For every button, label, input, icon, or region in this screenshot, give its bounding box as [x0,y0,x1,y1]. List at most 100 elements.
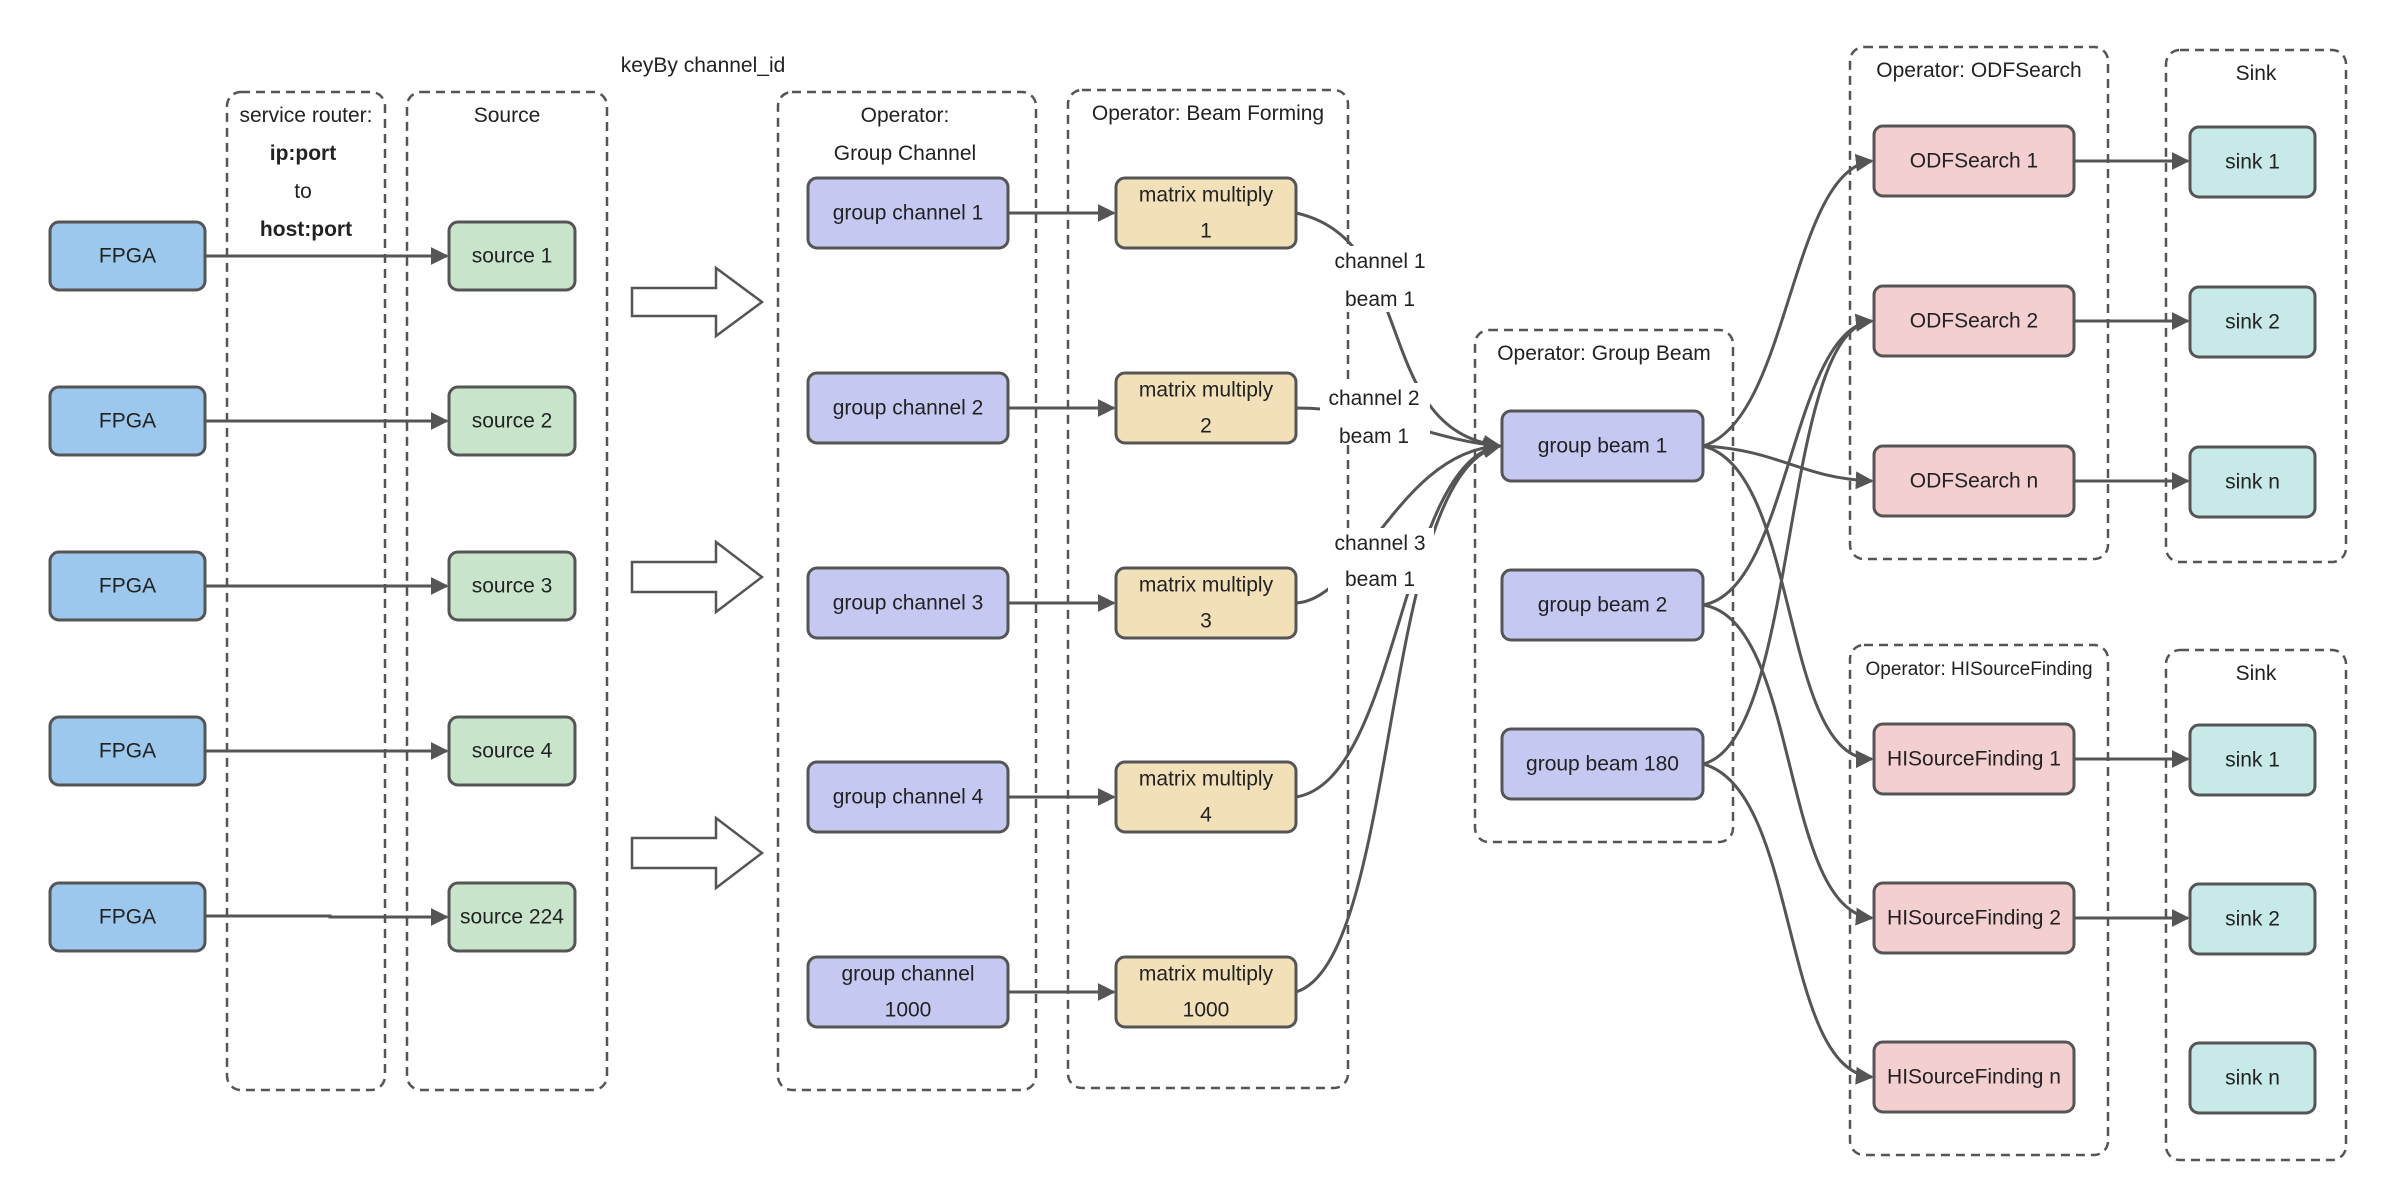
group-channel-group [776,90,1038,1092]
source-title: Source [474,104,541,127]
source-node-2-box [447,385,577,457]
edge-label-bg-2 [1320,383,1430,445]
sink-bottom-group [2164,648,2348,1162]
keyby-label: keyBy channel_id [621,54,786,77]
odf-search-node-3-label: ODFSearch n [1910,470,2038,493]
hi-source-node-3: HISourceFinding n [1872,1040,2076,1114]
sink-top-node-2-box [2188,285,2317,359]
group-channel-node-3: group channel 3 [806,566,1010,640]
group-channel-node-3-box [806,566,1010,640]
group-channel-title-line2: Group Channel [834,142,976,165]
matrix-multiply-node-5-label-line2: 1000 [1183,999,1230,1022]
matrix-multiply-node-3-box [1114,566,1298,640]
edge-label-3-line2: beam 1 [1345,568,1415,591]
matrix-multiply-node-1-label-line1: matrix multiply [1139,184,1274,207]
edge-label-2-line2: beam 1 [1339,425,1409,448]
group-beam-node-2-box [1500,568,1705,642]
sink-bottom-node-3-label: sink n [2225,1067,2280,1090]
group-channel-node-4-label: group channel 4 [833,786,984,809]
group-channel-node-1: group channel 1 [806,176,1010,250]
edge-gb1-odf1 [1702,153,1874,448]
hi-source-title: Operator: HISourceFinding [1865,659,2092,680]
sink-top-node-1-box [2188,125,2317,199]
edge-mm1-gb1 [1295,211,1502,453]
odf-search-node-2-box [1872,284,2076,358]
source-node-3-box [447,550,577,622]
source-node-5-box [447,881,577,953]
edge-mm3-gb1 [1295,437,1502,605]
sink-bottom-node-2-label: sink 2 [2225,908,2280,931]
group-channel-node-1-label: group channel 1 [833,202,984,225]
hi-source-node-2: HISourceFinding 2 [1872,881,2076,955]
sink-top-group [2164,48,2348,564]
sink-bottom-node-2-box [2188,882,2317,956]
fpga-node-2-box [48,385,207,457]
source-group [405,90,609,1092]
source-node-3: source 3 [447,550,577,622]
source-node-1: source 1 [447,220,577,292]
sink-top-title: Sink [2236,62,2277,85]
router-title-line1: service router: [239,104,372,127]
edge-label-3-line1: channel 3 [1334,532,1425,555]
group-beam-node-1-box [1500,409,1705,483]
nodes: FPGA FPGA FPGA FPGA FPGA source 1 source 2 sour… [48,124,2317,1115]
sink-top-node-1-label: sink 1 [2225,151,2280,174]
fpga-node-3-label: FPGA [99,575,156,598]
source-node-2-label: source 2 [472,410,553,433]
sink-bottom-node-1-box [2188,723,2317,797]
odf-search-node-1-box [1872,124,2076,198]
matrix-multiply-node-4-box [1114,760,1298,834]
fpga-node-2-label: FPGA [99,410,156,433]
fpga-node-4-label: FPGA [99,740,156,763]
edge-labels: channel 1 beam 1 channel 2 beam 1 channe… [1320,246,1434,594]
hi-source-node-2-box [1872,881,2076,955]
fpga-node-5-label: FPGA [99,906,156,929]
fpga-node-4-box [48,715,207,787]
edge-gb180-odf2 [1702,313,1874,766]
hi-source-node-1-box [1872,722,2076,796]
keyby-arrow-3 [630,815,765,891]
fpga-node-2: FPGA [48,385,207,457]
fpga-node-1: FPGA [48,220,207,292]
edge-gb1-hi1 [1702,444,1874,769]
group-beam-node-2: group beam 2 [1500,568,1705,642]
sink-top-node-2: sink 2 [2188,285,2317,359]
matrix-multiply-node-4-label-line2: 4 [1200,804,1212,827]
sink-top-node-1: sink 1 [2188,125,2317,199]
group-channel-node-2-box [806,371,1010,445]
keyby-arrow-2 [630,539,765,615]
source-node-3-label: source 3 [472,575,553,598]
fpga-node-5-box [48,881,207,953]
source-node-5: source 224 [447,881,577,953]
edge-label-2-line1: channel 2 [1328,387,1419,410]
odf-search-title: Operator: ODFSearch [1876,59,2081,82]
edge-label-1-line2: beam 1 [1345,288,1415,311]
odf-search-node-2: ODFSearch 2 [1872,284,2076,358]
group-channel-node-2-label: group channel 2 [833,397,984,420]
odf-search-node-1: ODFSearch 1 [1872,124,2076,198]
edges [205,152,2190,1085]
sink-bottom-node-3: sink n [2188,1041,2317,1115]
group-beam-node-1-label: group beam 1 [1538,435,1668,458]
hi-source-node-3-label: HISourceFinding n [1887,1066,2061,1089]
hi-source-node-2-label: HISourceFinding 2 [1887,907,2061,930]
edge-gb2-odf2 [1702,313,1874,607]
fpga-node-1-box [48,220,207,292]
source-node-4-label: source 4 [472,740,553,763]
hi-source-node-1-label: HISourceFinding 1 [1887,748,2061,771]
fpga-node-4: FPGA [48,715,207,787]
fpga-node-3-box [48,550,207,622]
router-title-line2: ip:port [270,142,336,165]
sink-top-node-3-box [2188,445,2317,519]
odf-search-node-1-label: ODFSearch 1 [1910,150,2038,173]
group-channel-node-5-box [806,955,1010,1029]
odf-search-node-2-label: ODFSearch 2 [1910,310,2038,333]
source-node-5-label: source 224 [460,906,564,929]
keyby-arrow-1 [630,265,765,339]
sink-bottom-title: Sink [2236,662,2277,685]
